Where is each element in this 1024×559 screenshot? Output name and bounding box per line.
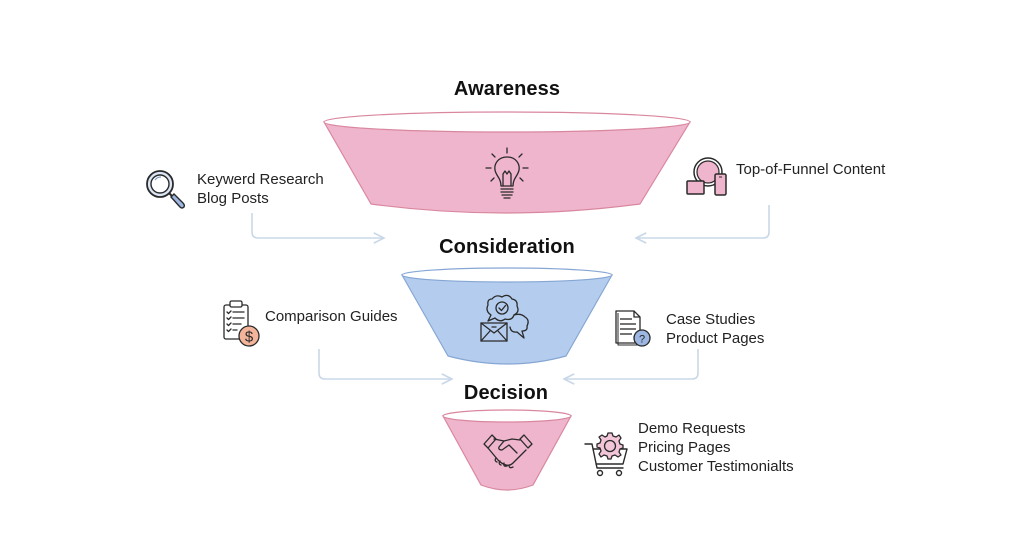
decision-funnel bbox=[441, 409, 573, 491]
connector-awareness-left bbox=[251, 213, 384, 238]
label-demo-requests: Demo Requests bbox=[638, 420, 746, 437]
awareness-funnel bbox=[322, 111, 692, 214]
connector-consideration-right bbox=[564, 349, 699, 379]
label-customer-testimonials: Customer Testimonialts bbox=[638, 458, 794, 475]
devices-icon bbox=[686, 157, 727, 196]
stage-title-consideration: Consideration bbox=[439, 236, 575, 258]
chat-envelope-icon bbox=[480, 294, 529, 342]
awareness-left-labels: Keywerd Research Blog Posts bbox=[197, 170, 324, 208]
document-question-icon: ? bbox=[615, 310, 651, 347]
checklist-dollar-icon: $ bbox=[223, 300, 260, 347]
awareness-right-labels: Top-of-Funnel Content bbox=[736, 160, 885, 179]
label-keyword-research: Keywerd Research bbox=[197, 171, 324, 188]
label-comparison-guides: Comparison Guides bbox=[265, 308, 398, 325]
magnifier-icon bbox=[146, 170, 186, 209]
stage-title-awareness: Awareness bbox=[453, 78, 561, 100]
label-pricing-pages: Pricing Pages bbox=[638, 439, 731, 456]
label-case-studies: Case Studies bbox=[666, 311, 756, 328]
label-product-pages: Product Pages bbox=[666, 330, 765, 347]
decision-right-labels: Demo Requests Pricing Pages Customer Tes… bbox=[638, 419, 794, 476]
consideration-left-labels: Comparison Guides bbox=[265, 307, 398, 326]
connector-awareness-right bbox=[636, 205, 770, 238]
lightbulb-icon bbox=[485, 147, 529, 199]
label-top-of-funnel-content: Top-of-Funnel Content bbox=[736, 161, 886, 178]
stage-title-decision: Decision bbox=[463, 382, 549, 404]
handshake-icon bbox=[483, 434, 533, 469]
label-blog-posts: Blog Posts bbox=[197, 190, 269, 207]
svg-text:?: ? bbox=[639, 334, 645, 346]
svg-text:$: $ bbox=[245, 329, 254, 346]
connector-consideration-left bbox=[318, 349, 452, 379]
consideration-right-labels: Case Studies Product Pages bbox=[666, 310, 764, 348]
cart-gear-icon bbox=[584, 432, 628, 477]
